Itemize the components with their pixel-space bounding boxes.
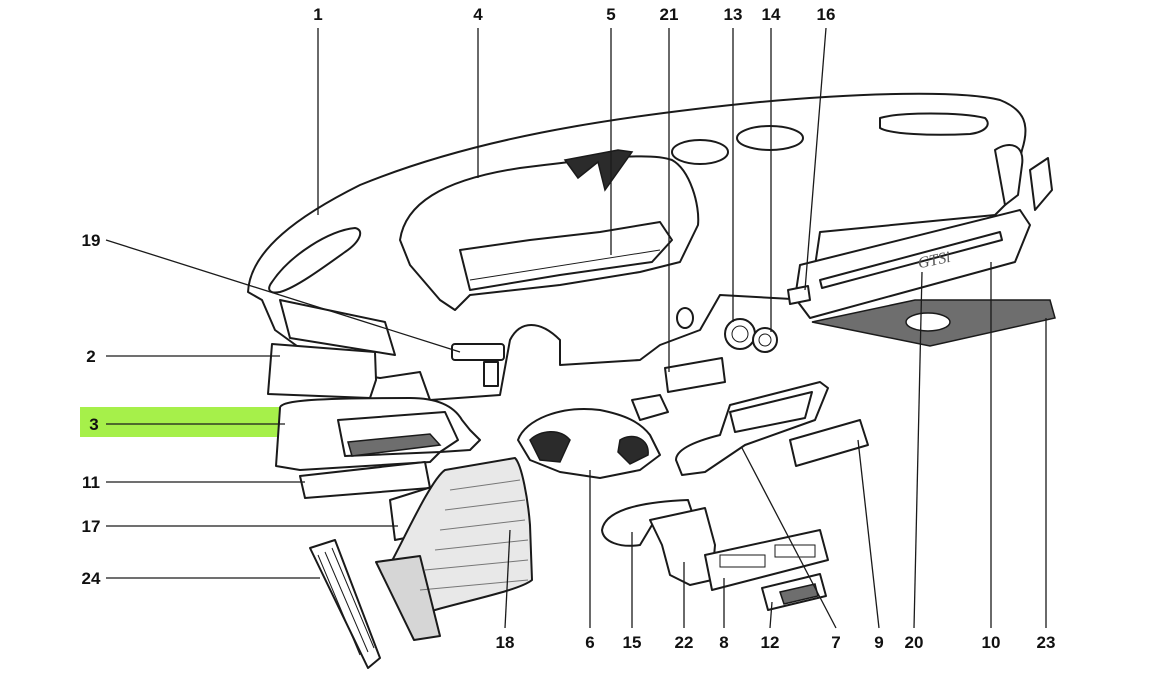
- callout-4: 4: [473, 5, 483, 24]
- callout-2: 2: [86, 347, 95, 366]
- part-22-duct-body: [649, 507, 716, 586]
- highlight-part-3: [80, 407, 285, 437]
- callout-10: 10: [982, 633, 1001, 652]
- part-15-duct: [601, 499, 693, 547]
- callout-labels-top: 1 4 5 21 13 14 16: [313, 5, 835, 24]
- callout-12: 12: [761, 633, 780, 652]
- callout-6: 6: [585, 633, 594, 652]
- part-6-steering-shroud: [517, 394, 669, 479]
- part-13-knob: [724, 318, 756, 350]
- dashboard-shell: [247, 92, 1027, 401]
- callout-23: 23: [1037, 633, 1056, 652]
- leader-lines: [105, 27, 1047, 629]
- callout-19: 19: [82, 231, 101, 250]
- part-14-knob: [752, 327, 778, 353]
- part-2-left-cover: [267, 343, 377, 399]
- callout-5: 5: [606, 5, 615, 24]
- callout-7: 7: [831, 633, 840, 652]
- part-21-plate: [664, 357, 726, 393]
- callout-18: 18: [496, 633, 515, 652]
- emblem-text: GTSi: [916, 249, 952, 272]
- part-24-kick-panel: [309, 539, 381, 669]
- part-16-clip: [787, 285, 811, 305]
- part-12-vent-unit: [761, 573, 827, 611]
- callout-16: 16: [817, 5, 836, 24]
- part-23-floor-mat: [811, 299, 1056, 347]
- callout-9: 9: [874, 633, 883, 652]
- part-19-badge: [451, 343, 505, 361]
- part-18-carpet: [375, 457, 533, 641]
- callout-24: 24: [82, 569, 101, 588]
- callout-labels-left: 19 2 3 11 17 24: [82, 231, 101, 588]
- part-10-glovebox-lid: GTSi: [794, 209, 1031, 319]
- callout-22: 22: [675, 633, 694, 652]
- callout-20: 20: [905, 633, 924, 652]
- part-9-panel: [789, 419, 869, 467]
- callout-14: 14: [762, 5, 781, 24]
- part-right-end-cap: [1029, 157, 1053, 211]
- part-7-console-frame: [675, 381, 829, 476]
- callout-21: 21: [660, 5, 679, 24]
- callout-13: 13: [724, 5, 743, 24]
- part-3-lower-left-housing: [275, 397, 481, 471]
- callout-11: 11: [82, 473, 100, 492]
- callout-1: 1: [313, 5, 322, 24]
- callout-17: 17: [82, 517, 101, 536]
- callout-labels-bottom: 18 6 15 22 8 12 7 9 20 10 23: [496, 633, 1056, 652]
- part-8-vent-housing: [704, 529, 829, 591]
- part-20-mat-opening: [905, 312, 951, 332]
- callout-15: 15: [623, 633, 642, 652]
- callout-8: 8: [719, 633, 728, 652]
- callout-3: 3: [89, 415, 98, 434]
